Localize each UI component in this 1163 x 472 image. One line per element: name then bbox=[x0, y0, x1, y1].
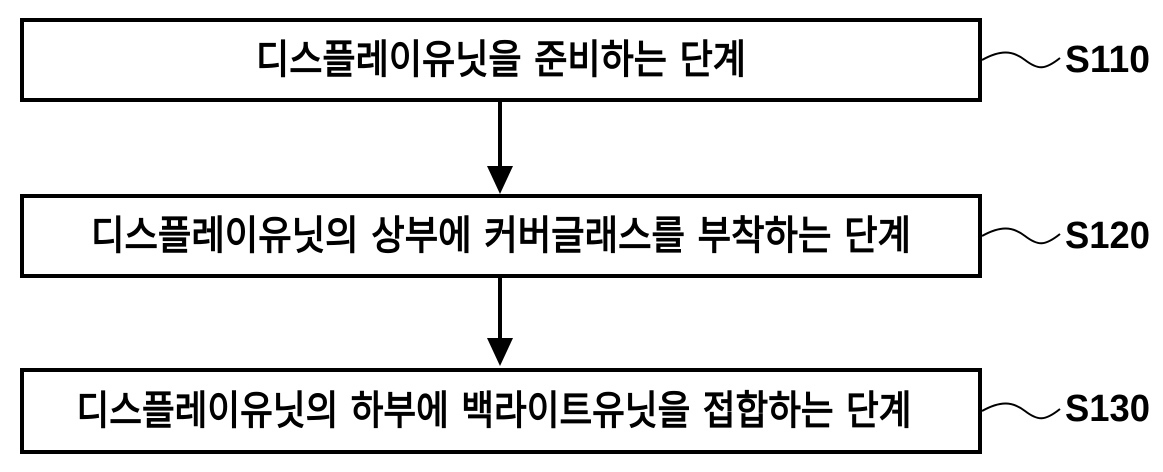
step-3-label: 디스플레이유닛의 하부에 백라이트유닛을 접합하는 단계 bbox=[77, 388, 912, 434]
step-1-leader bbox=[982, 53, 1060, 68]
connector-1-2 bbox=[487, 100, 513, 194]
step-2: 디스플레이유닛의 상부에 커버글래스를 부착하는 단계 S120 bbox=[22, 196, 1150, 276]
connector-1-2-arrowhead bbox=[487, 166, 513, 194]
step-2-code: S120 bbox=[1065, 215, 1150, 257]
connector-2-3-arrowhead bbox=[487, 338, 513, 366]
step-1-label: 디스플레이유닛을 준비하는 단계 bbox=[256, 37, 746, 83]
step-2-leader bbox=[982, 229, 1060, 244]
step-3-leader bbox=[982, 404, 1060, 419]
step-1-code: S110 bbox=[1065, 39, 1150, 81]
connector-2-3 bbox=[487, 276, 513, 366]
step-1: 디스플레이유닛을 준비하는 단계 S110 bbox=[22, 20, 1150, 100]
step-2-label: 디스플레이유닛의 상부에 커버글래스를 부착하는 단계 bbox=[91, 213, 911, 259]
step-3: 디스플레이유닛의 하부에 백라이트유닛을 접합하는 단계 S130 bbox=[22, 370, 1150, 452]
step-3-code: S130 bbox=[1065, 388, 1150, 430]
